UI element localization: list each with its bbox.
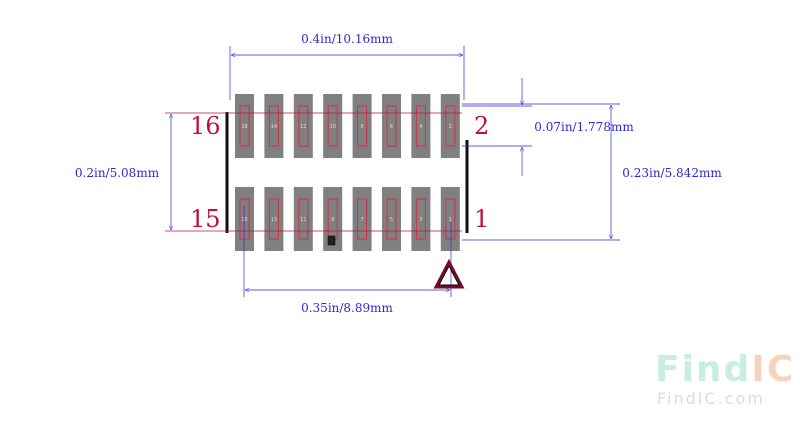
pad-number-13: 13 — [271, 217, 277, 223]
dimension-row-spacing: 0.2in/5.08mm — [75, 114, 171, 230]
logo-find: Find — [655, 349, 752, 390]
dimension-overall-width: 0.4in/10.16mm — [229, 32, 465, 100]
pad-outline-13 — [268, 198, 279, 240]
logo-wordmark: FindIC — [655, 350, 795, 390]
pad-outline-15 — [239, 198, 250, 240]
pad-number-7: 7 — [361, 217, 364, 223]
findic-logo: FindIC FindIC.com — [655, 350, 795, 408]
pad-number-3: 3 — [419, 217, 422, 223]
pad-outline-7 — [357, 198, 368, 240]
pad-outline-10 — [327, 105, 338, 147]
pad-number-9: 9 — [331, 217, 334, 223]
pad-number-12: 12 — [300, 124, 306, 130]
pad-number-11: 11 — [300, 217, 306, 223]
pad-number-6: 6 — [390, 124, 393, 130]
pad-number-5: 5 — [390, 217, 393, 223]
pitch-label: 0.07in/1.778mm — [534, 120, 634, 134]
overall-height-label: 0.23in/5.842mm — [622, 166, 722, 180]
logo-ic: IC — [751, 349, 796, 390]
dimension-pad-span: 0.35in/8.89mm — [243, 205, 452, 315]
pin1-triangle-icon — [433, 258, 465, 289]
pad-outline-5 — [386, 198, 397, 240]
pad-span-label: 0.35in/8.89mm — [301, 301, 393, 315]
pad-outline-11 — [298, 198, 309, 240]
pad-outline-12 — [298, 105, 309, 147]
dimension-overall-height: 0.23in/5.842mm — [462, 103, 722, 241]
pad-outline-6 — [386, 105, 397, 147]
pad-outline-8 — [357, 105, 368, 147]
pad-outline-3 — [415, 198, 426, 240]
pad-number-10: 10 — [330, 124, 336, 130]
pad-number-15: 15 — [241, 217, 247, 223]
pad-number-2: 2 — [449, 124, 452, 130]
row-spacing-label: 0.2in/5.08mm — [75, 166, 160, 180]
pad-outline-14 — [268, 105, 279, 147]
pad-outline-4 — [415, 105, 426, 147]
pin-label-bottom-right: 1 — [474, 205, 489, 233]
pad-number-16: 16 — [241, 124, 247, 130]
pads-group: 16 14 12 10 8 6 4 2 15 13 11 9 7 5 3 1 — [235, 94, 460, 251]
pad-number-8: 8 — [361, 124, 364, 130]
pad-outline-2 — [445, 105, 456, 147]
pad-outline-1 — [445, 198, 456, 240]
pad-number-1: 1 — [449, 217, 452, 223]
pin-label-top-left: 16 — [190, 112, 221, 140]
pin-marker-square — [327, 235, 336, 246]
pad-number-14: 14 — [271, 124, 277, 130]
pad-number-4: 4 — [419, 124, 422, 130]
overall-width-label: 0.4in/10.16mm — [301, 32, 393, 46]
pin-label-bottom-left: 15 — [190, 205, 221, 233]
logo-domain: FindIC.com — [657, 389, 765, 408]
pin-label-top-right: 2 — [474, 112, 489, 140]
pad-outline-16 — [239, 105, 250, 147]
